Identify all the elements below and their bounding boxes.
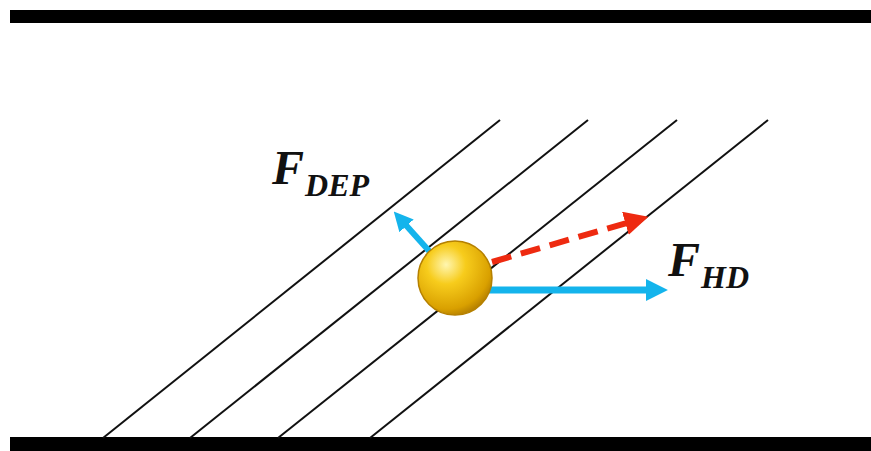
dep-force-arrow bbox=[404, 223, 430, 252]
channel-wall bbox=[10, 10, 871, 23]
force-symbol: F bbox=[668, 236, 700, 284]
force-subscript: DEP bbox=[305, 169, 369, 201]
electrode-lines bbox=[103, 120, 768, 438]
force-subscript: HD bbox=[701, 261, 749, 293]
hd-force-arrow bbox=[488, 287, 650, 294]
channel-wall bbox=[10, 437, 871, 451]
force-symbol: F bbox=[272, 144, 304, 192]
resultant-arrow bbox=[492, 222, 630, 262]
particle-sphere bbox=[418, 241, 492, 315]
